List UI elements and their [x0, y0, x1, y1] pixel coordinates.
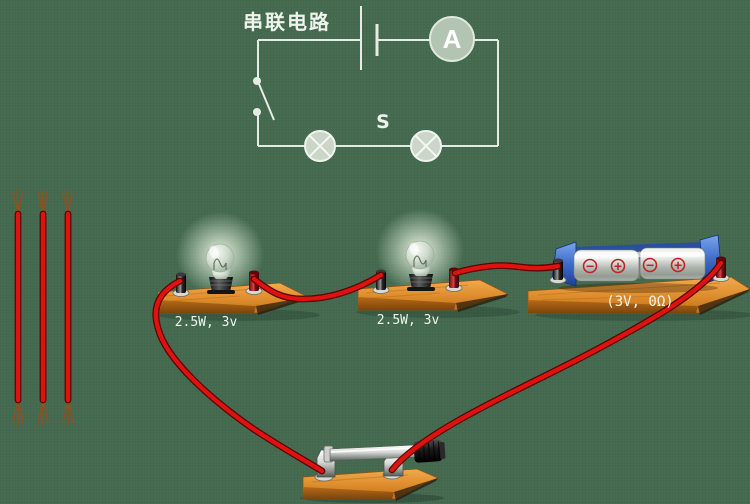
diagram-title: 串联电路	[243, 12, 331, 34]
svg-text:+: +	[614, 260, 622, 275]
schematic-diagram: A	[253, 6, 499, 162]
switch-symbol-upper-contact	[253, 77, 261, 85]
holder-shadow	[558, 283, 718, 293]
battery-rating-label: (3V, 0Ω)	[606, 294, 674, 310]
bulb-socket	[207, 277, 235, 294]
wooden-board	[302, 468, 439, 501]
wire-bulb2-to-battery[interactable]	[451, 262, 562, 277]
bulb1-rating-label: 2.5W, 3v	[174, 315, 238, 330]
spare-wire-2[interactable]	[37, 189, 49, 427]
spare-wires[interactable]	[12, 189, 74, 427]
wire-bulb1-to-bulb2[interactable]	[250, 271, 385, 303]
svg-text:−: −	[586, 260, 594, 275]
lamp-symbol-2	[410, 130, 442, 162]
wire-battery-to-switch[interactable]	[388, 259, 725, 474]
battery-cells: − + − +	[573, 247, 706, 282]
svg-text:+: +	[674, 259, 682, 274]
bulb-filament	[213, 258, 227, 270]
connecting-wires[interactable]	[152, 259, 725, 475]
ammeter-label: A	[443, 24, 462, 54]
bulb2-rating-label: 2.5W, 3v	[376, 313, 440, 328]
spare-wire-3[interactable]	[62, 189, 74, 427]
switch-symbol-lower-contact	[253, 108, 261, 116]
wire-bulb1-to-switch[interactable]	[152, 277, 326, 475]
ammeter-symbol: A	[429, 16, 475, 62]
cell-polarity-symbols: − + − +	[582, 257, 686, 275]
diagram-switch-label: S	[376, 111, 390, 133]
svg-text:−: −	[646, 259, 654, 274]
switch-lever[interactable]	[329, 444, 417, 462]
lamp-symbol-1	[304, 130, 336, 162]
switch-symbol-lever	[258, 83, 275, 121]
bulb-glass	[205, 243, 235, 279]
bulb-1[interactable]	[156, 212, 320, 321]
spare-wire-1[interactable]	[12, 189, 24, 427]
knife-switch[interactable]	[300, 439, 446, 503]
